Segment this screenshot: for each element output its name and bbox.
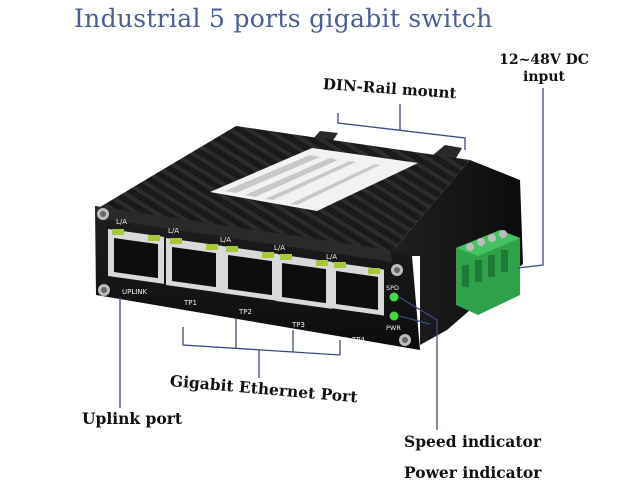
power-terminal-block (456, 230, 520, 315)
tp3-port-label: TP3 (291, 321, 305, 329)
tp1-port-label: TP1 (183, 299, 197, 307)
tp2-port-jack[interactable] (222, 246, 278, 301)
port-status-label: L/A (220, 236, 231, 244)
screw-icon (391, 264, 403, 276)
screw-icon (97, 208, 109, 220)
callout-lines (119, 88, 544, 430)
power-input-voltage: 12~48V DC (499, 52, 589, 68)
speed-indicator-callout: Speed indicator (404, 432, 542, 451)
tp4-port-label: TP4 (351, 336, 365, 344)
uplink-port-jack[interactable] (108, 229, 164, 284)
uplink-port-callout: Uplink port (82, 409, 183, 428)
tp4-port-jack[interactable] (330, 261, 384, 316)
tp2-port-label: TP2 (238, 308, 252, 316)
screw-icon (399, 334, 411, 346)
page-title: Industrial 5 ports gigabit switch (74, 4, 493, 33)
uplink-port-label: UPLINK (122, 288, 148, 296)
ports-group (108, 229, 384, 316)
port-status-label: L/A (274, 244, 285, 252)
power-indicator-callout: Power indicator (404, 463, 542, 482)
tp1-port-jack[interactable] (166, 237, 222, 293)
power-led-icon (389, 311, 399, 321)
housing-side (388, 160, 523, 345)
speed-led-icon (389, 292, 399, 302)
port-status-label: L/A (116, 218, 127, 226)
port-status-label: L/A (326, 253, 337, 261)
pwr-label: PWR (386, 324, 401, 332)
power-input-text: input (523, 69, 565, 85)
spd-label: SPD (386, 284, 399, 292)
tp3-port-jack[interactable] (276, 254, 332, 309)
screw-icon (98, 284, 110, 296)
power-input-callout: 12~48V DC input (484, 52, 604, 86)
product-label (210, 148, 418, 211)
port-status-label: L/A (168, 227, 179, 235)
